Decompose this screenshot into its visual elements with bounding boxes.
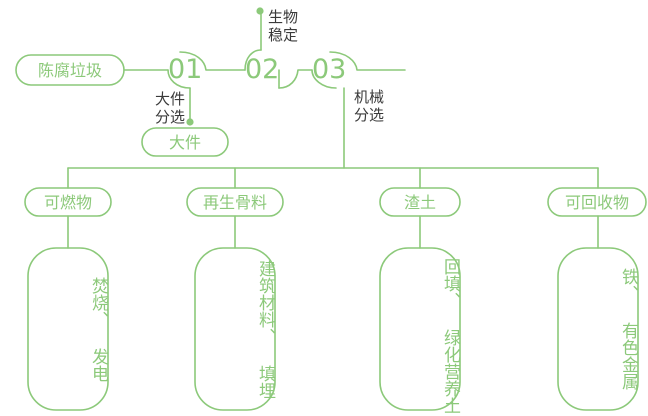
step-03-caption-line-2: 分选	[354, 106, 385, 124]
step-03-caption-line-1: 机械	[354, 88, 385, 106]
detail-box-text-4: 铁、 有色金属	[618, 268, 638, 390]
output-pill-label-1: 可燃物	[43, 193, 92, 212]
step-01-caption-line-1: 大件	[154, 90, 185, 108]
step-01-caption: 大件 分选	[135, 90, 185, 126]
step-number-03: 03	[312, 54, 347, 85]
detail-box-text-1: 焚烧、 发电	[88, 276, 108, 382]
step-01-arc-upper	[179, 51, 246, 71]
branch-01-dot	[186, 118, 194, 126]
large-items-pill-label: 大件	[168, 133, 201, 152]
detail-box-shape-2[interactable]	[194, 247, 276, 411]
step-01-caption-line-2: 分选	[154, 108, 185, 126]
step-03-arc-lower	[311, 69, 337, 89]
source-pill-label: 陈腐垃圾	[37, 61, 102, 80]
step-number-02: 02	[245, 54, 280, 85]
step-03-caption: 机械 分选	[354, 88, 384, 124]
output-pill-label-3: 渣土	[403, 193, 436, 212]
output-pill-label-2: 再生骨料	[202, 193, 267, 212]
step-02-caption-line-1: 生物	[268, 8, 299, 26]
detail-box-shape-1[interactable]	[27, 247, 109, 411]
branch-02-dot	[256, 7, 264, 15]
detail-box-shape-4[interactable]	[557, 247, 639, 411]
step-01-arc-lower	[167, 69, 191, 89]
detail-box-text-3: 回填、 绿化营养土	[440, 258, 460, 414]
output-pill-shape-4[interactable]	[547, 187, 647, 217]
step-number-01: 01	[168, 54, 203, 85]
step-02-caption-line-2: 稳定	[268, 26, 299, 44]
step-02-arc-upper-left	[244, 49, 262, 71]
step-02-arc-lower-right	[278, 69, 313, 89]
step-02-caption: 生物 稳定	[268, 8, 298, 44]
detail-box-shape-3[interactable]	[379, 247, 461, 411]
detail-box-text-2: 建筑材料、 填埋	[255, 259, 275, 399]
step-03-arc-upper	[329, 51, 406, 71]
large-items-pill-shape[interactable]	[141, 127, 229, 157]
output-pill-label-4: 可回收物	[564, 193, 629, 212]
